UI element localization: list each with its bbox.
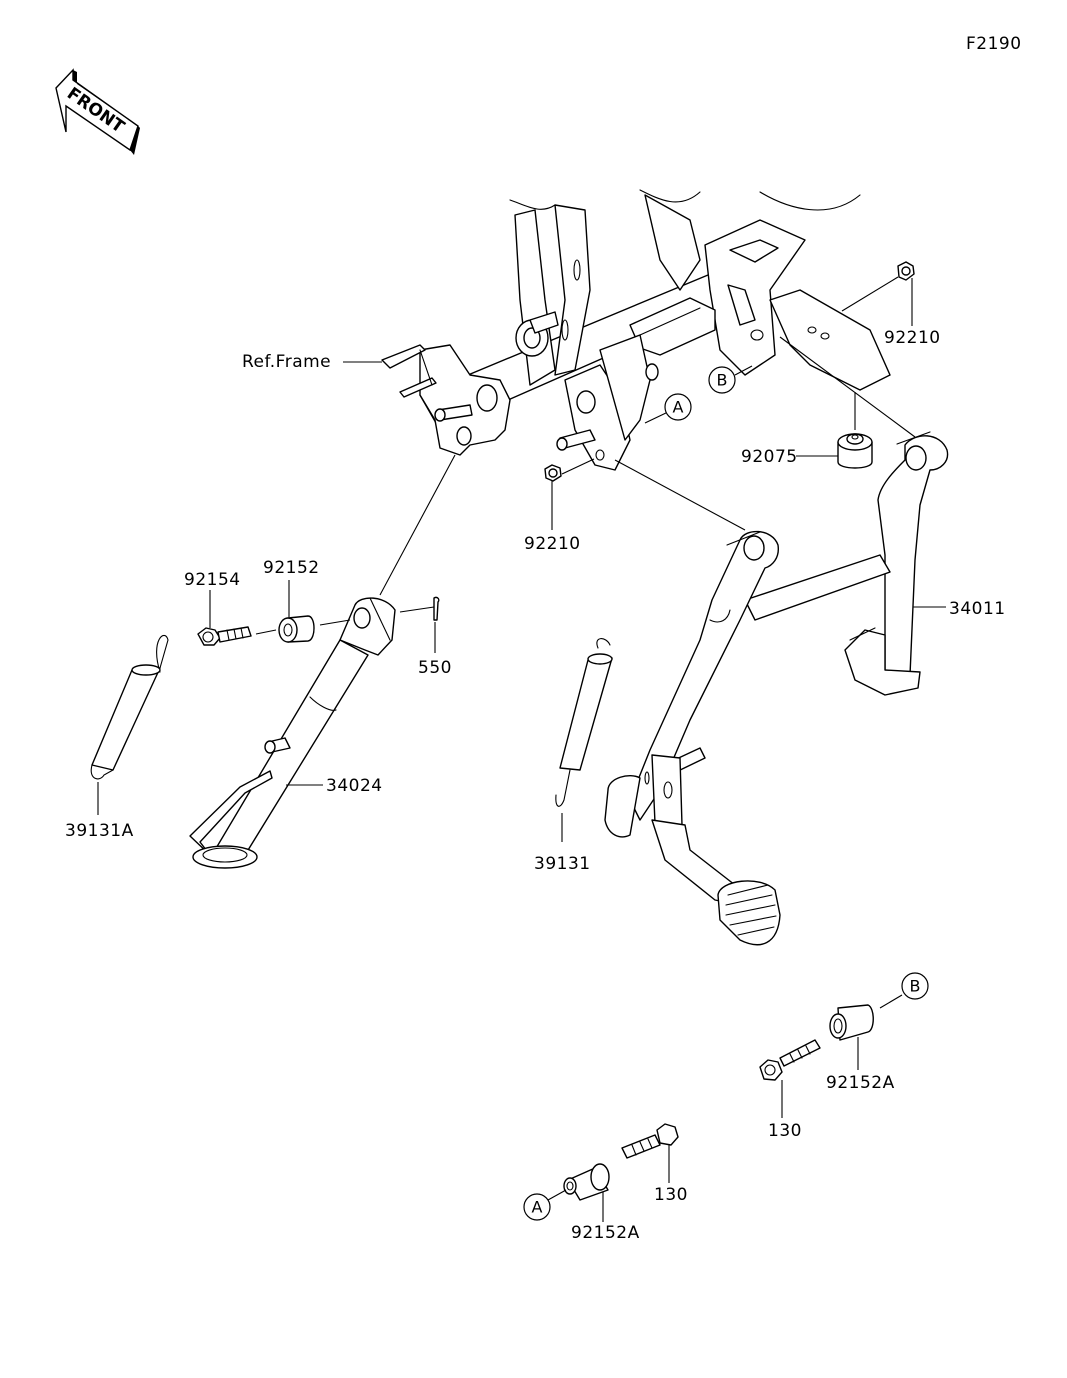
collar-92152: 92152 xyxy=(263,558,351,643)
side-stand-34024: 34024 xyxy=(189,454,456,869)
svg-text:B: B xyxy=(910,977,921,996)
bolt-130-a: 130 xyxy=(621,1123,688,1205)
damper-92075: 92075 xyxy=(741,392,873,469)
svg-text:A: A xyxy=(532,1198,543,1217)
part-label-39131: 39131 xyxy=(534,854,591,874)
reference-marker-a: A xyxy=(644,393,692,424)
figure-code: F2190 xyxy=(966,34,1022,54)
collar-92152a-a: 92152A xyxy=(563,1163,640,1243)
bolt-130-b: 130 xyxy=(759,1039,821,1141)
spring-39131a: 39131A xyxy=(65,634,169,841)
collar-92152a-b: 92152A xyxy=(826,1004,895,1093)
reference-marker-b-lower: B xyxy=(879,972,929,1009)
part-label-130-b: 130 xyxy=(768,1121,802,1141)
bolt-92154: 92154 xyxy=(184,570,277,646)
part-label-130-a: 130 xyxy=(654,1185,688,1205)
front-arrow-icon: FRONT xyxy=(55,68,140,155)
part-label-34011: 34011 xyxy=(949,599,1006,619)
part-label-92154: 92154 xyxy=(184,570,241,590)
svg-text:A: A xyxy=(673,398,684,417)
ref-frame-label: Ref.Frame xyxy=(242,352,331,372)
part-label-92210-center: 92210 xyxy=(524,534,581,554)
svg-text:B: B xyxy=(717,371,728,390)
part-label-92152a-a: 92152A xyxy=(571,1223,640,1243)
part-label-92075: 92075 xyxy=(741,447,798,467)
reference-marker-a-lower: A xyxy=(523,1189,567,1221)
nut-92210-top: 92210 xyxy=(841,261,941,348)
reference-marker-b: B xyxy=(708,365,753,394)
cotter-pin-550: 550 xyxy=(399,596,452,678)
nut-92210-center: 92210 xyxy=(524,458,595,554)
center-stand-34011: 34011 xyxy=(604,336,1006,946)
part-label-39131a: 39131A xyxy=(65,821,134,841)
part-label-34024: 34024 xyxy=(326,776,383,796)
frame-assembly xyxy=(381,189,891,471)
part-label-92152: 92152 xyxy=(263,558,320,578)
part-label-550: 550 xyxy=(418,658,452,678)
part-label-92152a-b: 92152A xyxy=(826,1073,895,1093)
part-label-92210-top: 92210 xyxy=(884,328,941,348)
spring-39131: 39131 xyxy=(534,638,613,874)
